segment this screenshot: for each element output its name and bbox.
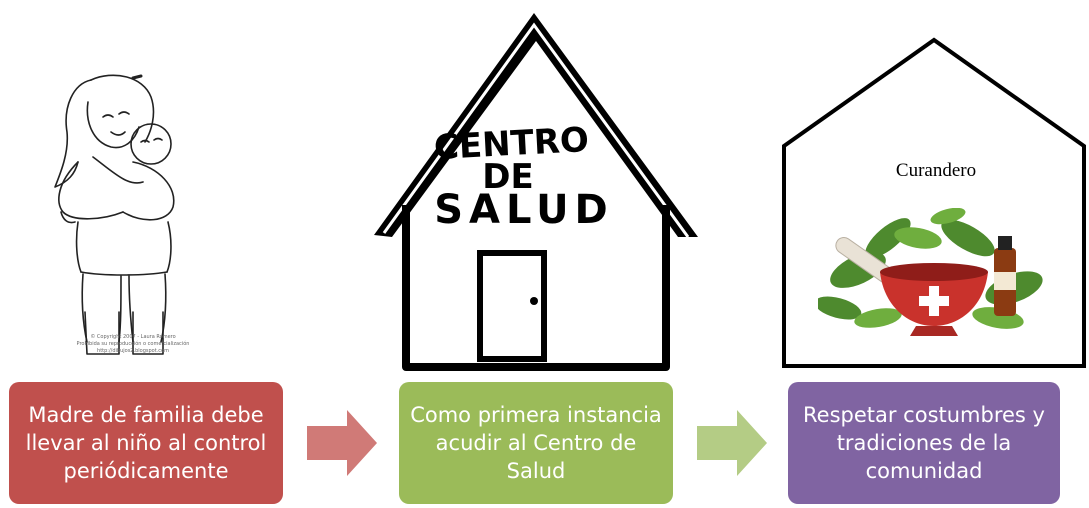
copyright-line-2: Prohibida su reproducción o comercializa… [77, 340, 190, 347]
health-center-label-line3: SALUD [434, 187, 614, 233]
health-center-label-line1: CENTRO [433, 120, 590, 168]
step-text-customs: Respetar costumbres y tradiciones de la … [803, 403, 1045, 483]
healer-house-outline [782, 37, 1086, 368]
arrow-right-icon [307, 410, 377, 476]
healer-title: Curandero [895, 160, 977, 181]
copyright-line-3: http://dibujos2.blogspot.com [97, 348, 169, 354]
step-text-mother: Madre de familia debe llevar al niño al … [25, 403, 267, 483]
step-box-mother: Madre de familia debe llevar al niño al … [9, 382, 283, 504]
copyright-line-1: © Copyright 2007 - Laura Romero [90, 333, 175, 340]
herbs-mortar-illustration [818, 208, 1043, 336]
step-text-health-center: Como primera instancia acudir al Centro … [410, 403, 662, 483]
step-box-customs: Respetar costumbres y tradiciones de la … [788, 382, 1060, 504]
arrow-2-shape [697, 410, 767, 476]
health-center-label-line2: DE [482, 157, 533, 197]
arrow-1-shape [307, 410, 377, 476]
mother-with-baby-illustration: © Copyright 2007 - Laura Romero Prohibid… [54, 74, 190, 355]
step-box-health-center: Como primera instancia acudir al Centro … [399, 382, 673, 504]
arrow-right-icon [697, 410, 767, 476]
health-center-house-illustration: CENTRO DE SALUD [374, 13, 698, 371]
